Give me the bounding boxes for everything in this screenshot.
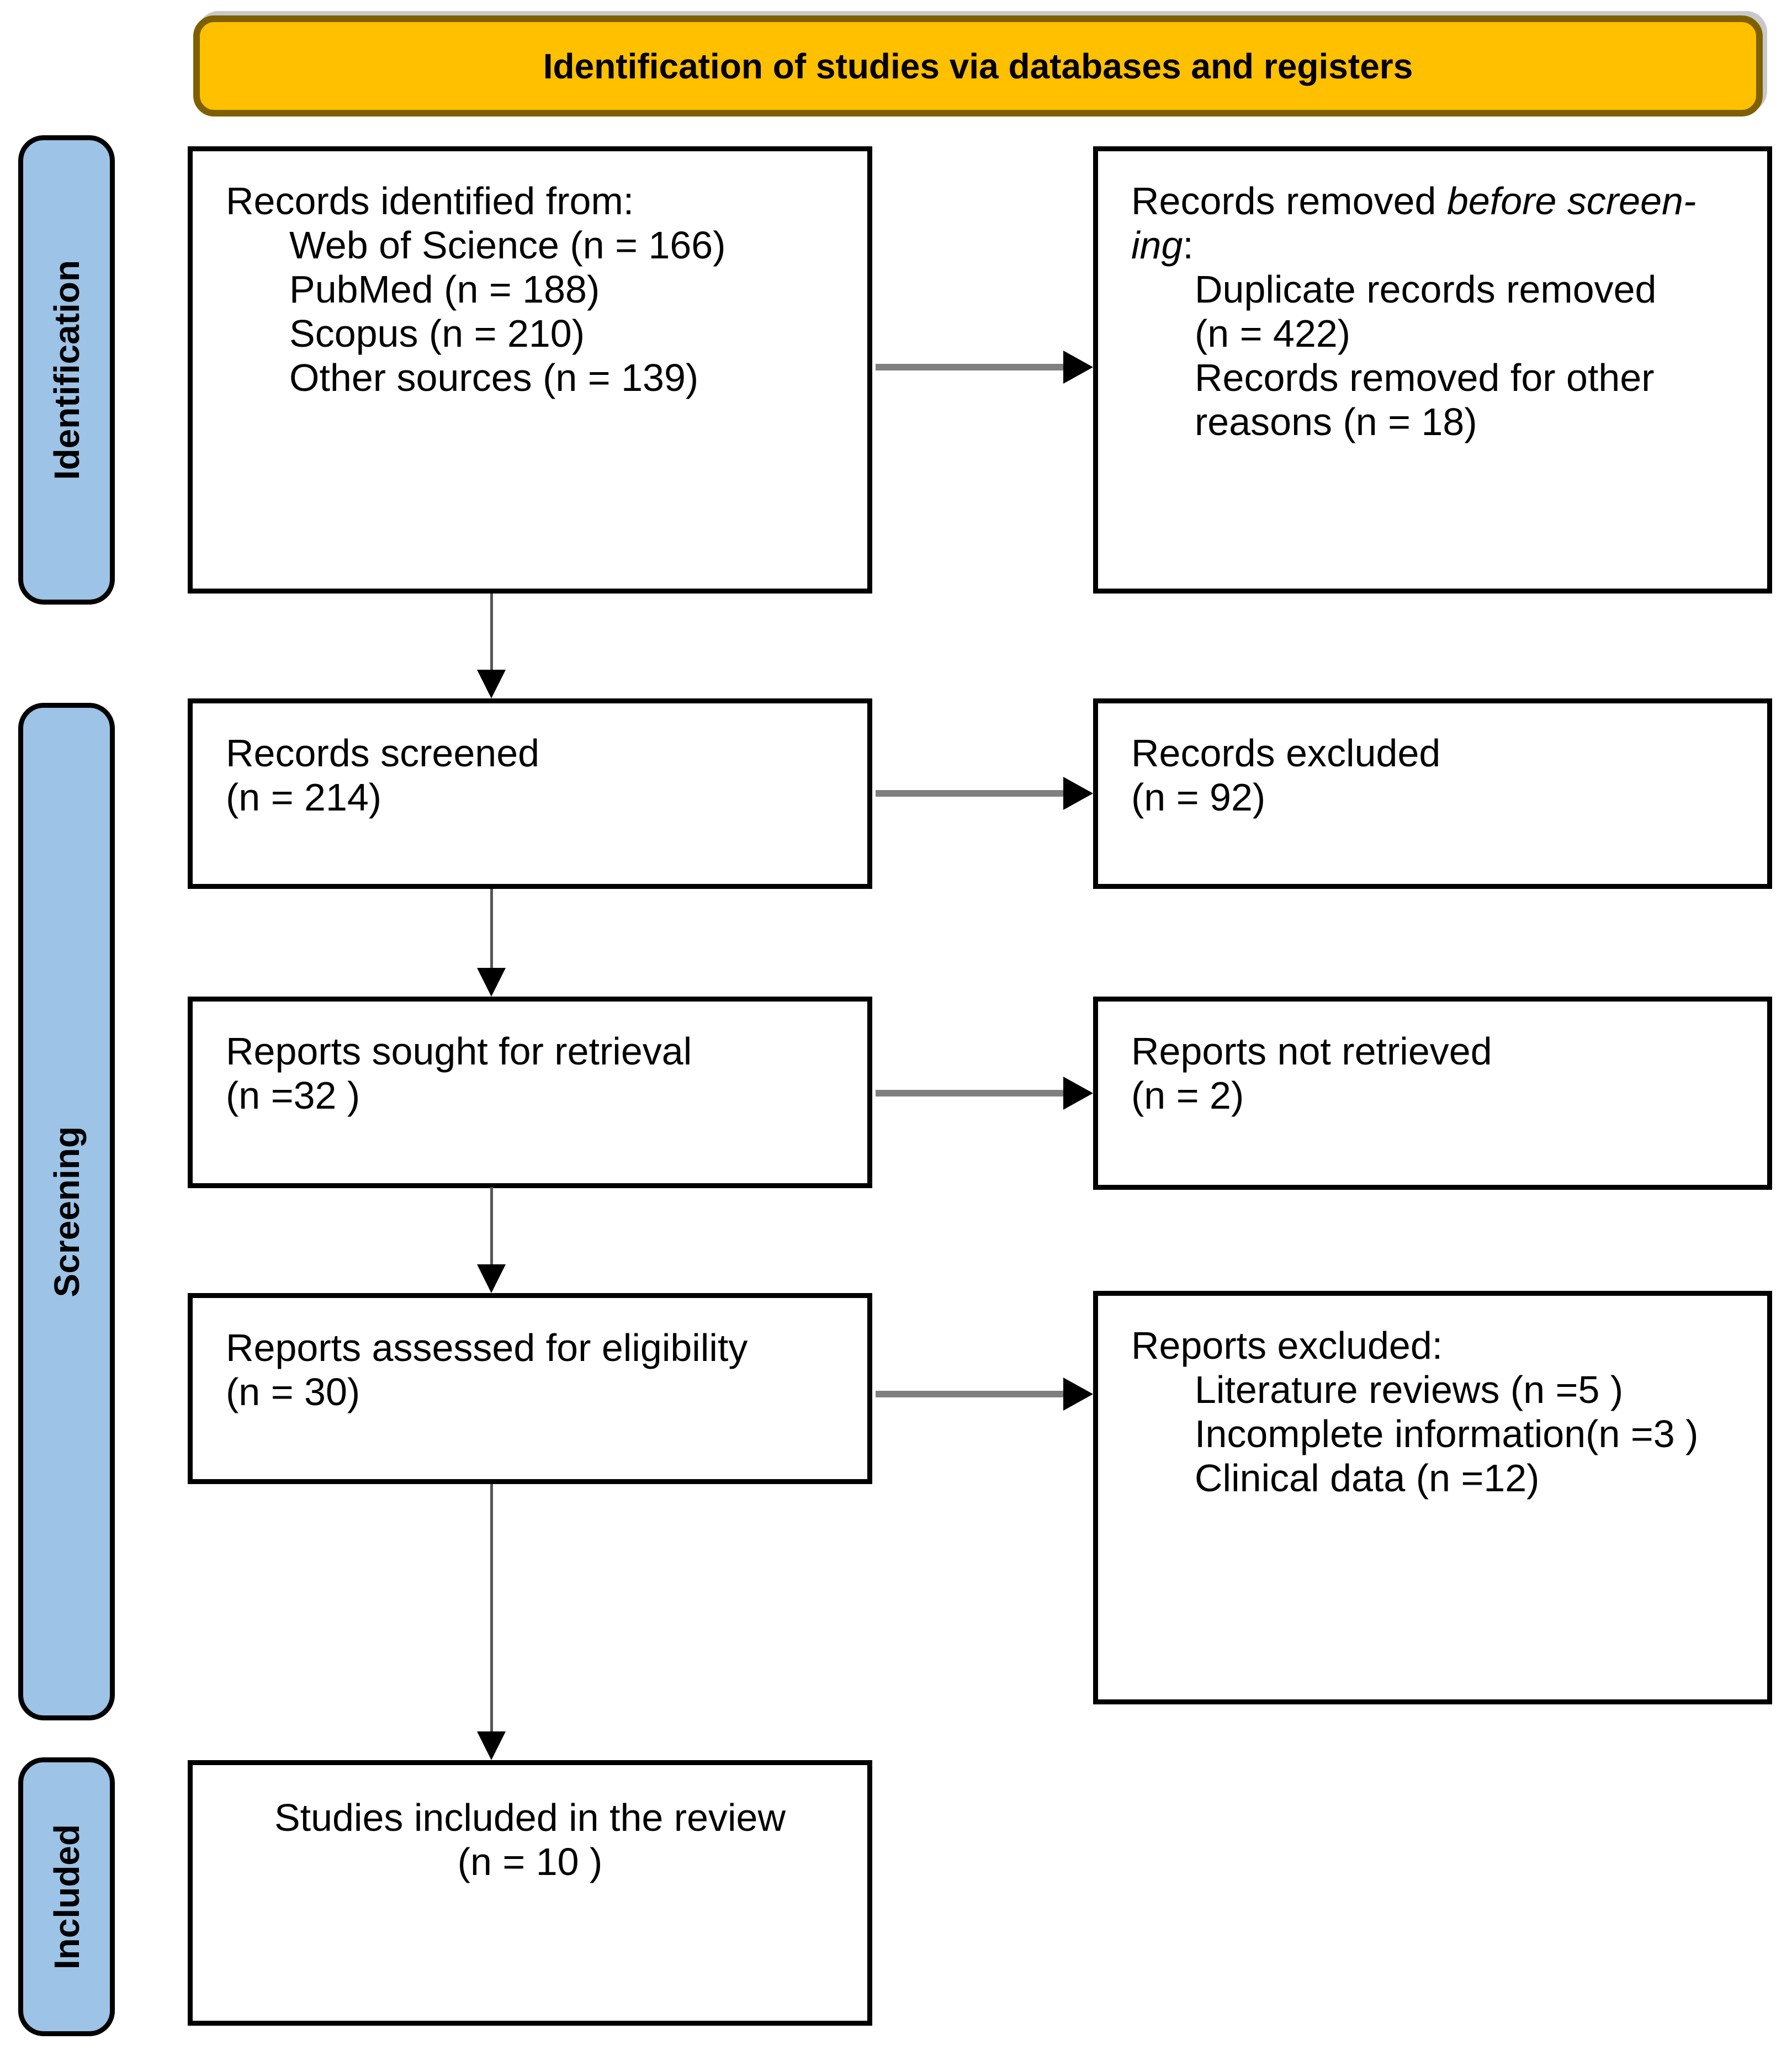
stage-label-identification: Identification — [46, 259, 87, 480]
box-reports-excluded: Reports excluded: Literature reviews (n … — [1093, 1291, 1772, 1704]
studies-included-count: (n = 10 ) — [457, 1840, 603, 1883]
reports-sought-line1: Reports sought for retrieval — [226, 1030, 692, 1073]
arrow-sought-to-assessed-head — [477, 1264, 506, 1293]
arrow-screened-to-sought-head — [477, 968, 506, 997]
stage-label-screening: Screening — [46, 1126, 87, 1297]
reports-sought-count: (n =32 ) — [226, 1074, 360, 1117]
arrow-assessed-to-reportsexcluded-head — [1063, 1378, 1093, 1411]
reports-not-retrieved-line1: Reports not retrieved — [1131, 1030, 1492, 1073]
source-pubmed: PubMed (n = 188) — [289, 268, 600, 311]
records-identified-heading: Records identified from: — [226, 179, 634, 223]
records-screened-count: (n = 214) — [226, 776, 382, 819]
stage-tab-included: Included — [18, 1757, 115, 2036]
arrow-assessed-to-reportsexcluded-line — [876, 1391, 1067, 1397]
title-banner: Identification of studies via databases … — [193, 15, 1763, 116]
box-reports-not-retrieved: Reports not retrieved (n = 2) — [1093, 997, 1772, 1190]
source-scopus: Scopus (n = 210) — [289, 312, 585, 355]
box-records-identified: Records identified from: Web of Science … — [188, 146, 872, 594]
studies-included-line1: Studies included in the review — [274, 1796, 786, 1839]
box-reports-sought: Reports sought for retrieval (n =32 ) — [188, 997, 872, 1188]
arrow-identified-to-screened-head — [477, 670, 506, 698]
records-removed-heading-line1: Records removed before screen- — [1131, 179, 1696, 223]
reports-assessed-line1: Reports assessed for eligibility — [226, 1326, 748, 1369]
box-records-screened: Records screened (n = 214) — [188, 698, 872, 889]
stage-tab-screening: Screening — [18, 703, 115, 1720]
excluded-incomplete-information: Incomplete information(n =3 ) — [1195, 1412, 1699, 1455]
records-removed-heading-line2: ing: — [1131, 224, 1194, 267]
excluded-literature-reviews: Literature reviews (n =5 ) — [1195, 1368, 1624, 1411]
stage-label-included: Included — [46, 1824, 87, 1970]
arrow-sought-to-notretrieved-head — [1063, 1077, 1093, 1110]
arrow-assessed-to-included-head — [477, 1731, 506, 1760]
arrow-identified-to-removed-line — [876, 364, 1067, 370]
arrow-screened-to-excluded-line — [876, 790, 1067, 797]
arrow-identified-to-screened-line — [490, 594, 493, 674]
records-excluded-count: (n = 92) — [1131, 776, 1266, 819]
source-web-of-science: Web of Science (n = 166) — [289, 224, 726, 267]
reports-not-retrieved-count: (n = 2) — [1131, 1074, 1244, 1117]
stage-tab-identification: Identification — [18, 135, 115, 605]
arrow-screened-to-sought-line — [490, 889, 493, 971]
source-other: Other sources (n = 139) — [289, 356, 699, 399]
arrow-screened-to-excluded-head — [1063, 777, 1093, 810]
reports-excluded-heading: Reports excluded: — [1131, 1324, 1443, 1367]
box-studies-included: Studies included in the review (n = 10 ) — [188, 1760, 872, 2026]
reports-assessed-count: (n = 30) — [226, 1370, 360, 1413]
records-screened-line1: Records screened — [226, 732, 540, 775]
arrow-sought-to-notretrieved-line — [876, 1090, 1067, 1096]
box-records-removed: Records removed before screen- ing: Dupl… — [1093, 146, 1772, 594]
box-reports-assessed: Reports assessed for eligibility (n = 30… — [188, 1293, 872, 1484]
other-reasons-line1: Records removed for other — [1195, 356, 1655, 399]
title-text: Identification of studies via databases … — [543, 46, 1413, 86]
box-records-excluded: Records excluded (n = 92) — [1093, 698, 1772, 889]
records-excluded-line1: Records excluded — [1131, 732, 1441, 775]
duplicates-removed-line1: Duplicate records removed — [1195, 268, 1657, 311]
arrow-assessed-to-included-line — [490, 1484, 493, 1734]
excluded-clinical-data: Clinical data (n =12) — [1195, 1456, 1540, 1500]
arrow-identified-to-removed-head — [1063, 351, 1093, 384]
duplicates-removed-line2: (n = 422) — [1195, 312, 1351, 355]
other-reasons-line2: reasons (n = 18) — [1195, 400, 1477, 443]
arrow-sought-to-assessed-line — [490, 1187, 493, 1267]
